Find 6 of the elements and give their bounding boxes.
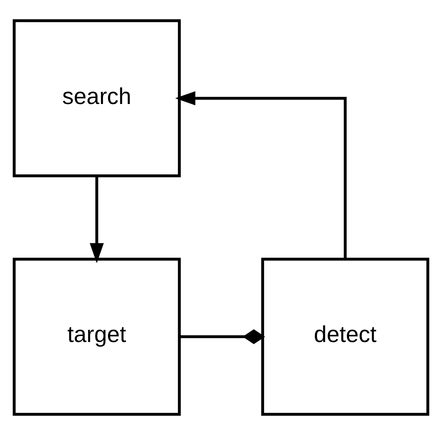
node-box: detect — [261, 258, 430, 416]
node-box: search — [12, 19, 181, 178]
node-box: target — [12, 258, 181, 416]
arrow — [90, 176, 104, 264]
connector — [180, 329, 266, 344]
arrow — [175, 91, 347, 259]
